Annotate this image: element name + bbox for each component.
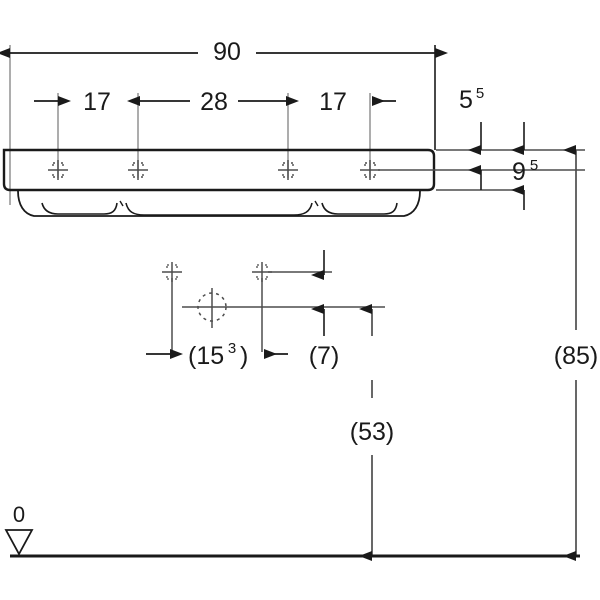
dimension-label-5: 5 — [459, 86, 473, 114]
dimension-label-17-right: 17 — [319, 88, 347, 116]
dimension-top-thickness: 5 5 — [459, 85, 525, 190]
dimension-label-7: (7) — [309, 342, 340, 370]
washbasin-outline — [2, 148, 436, 217]
dashed-circle — [197, 292, 227, 322]
dimension-label-15-close: ) — [240, 342, 248, 370]
dimension-label-5-superscript: 5 — [476, 85, 484, 102]
basin-divider-2 — [314, 200, 319, 207]
tap-hole-marker-3 — [278, 160, 298, 180]
dimension-label-15: (15 — [188, 342, 224, 370]
datum-triangle-icon — [4, 529, 34, 556]
tap-hole-marker-4 — [360, 160, 380, 180]
label-bg-28 — [190, 87, 238, 115]
dimension-overall-width: 90 — [0, 38, 448, 68]
datum-label-0: 0 — [13, 502, 25, 527]
detail-crosshair-left — [162, 262, 182, 282]
tap-hole-marker-2 — [128, 160, 148, 180]
dimension-lower-height: (53) — [350, 304, 394, 561]
basin-recess-center — [125, 202, 313, 216]
dimension-label-28: 28 — [200, 88, 228, 116]
tap-hole-marker-1 — [48, 160, 68, 180]
tap-hole-markers — [48, 160, 380, 180]
dimension-offset-small: (7) — [309, 250, 340, 370]
dimension-label-17-left: 17 — [83, 88, 111, 116]
dimension-label-15-superscript: 3 — [228, 340, 236, 357]
detail-crosshair-right — [252, 262, 272, 282]
dimension-chain-spacings: 17 28 17 — [34, 87, 396, 116]
detail-circle-marker — [197, 292, 227, 322]
dimension-label-53: (53) — [350, 418, 394, 446]
extension-lines — [9, 45, 371, 205]
dimension-offset-horizontal: (15 3 ) — [146, 340, 288, 370]
dimension-label-90: 90 — [213, 38, 241, 66]
basin-recess-left — [41, 202, 118, 215]
dimension-label-9-superscript: 5 — [530, 157, 538, 174]
basin-divider-1 — [119, 200, 124, 207]
middle-detail-group — [162, 262, 385, 352]
basin-top-slab — [2, 148, 436, 192]
datum-marker: 0 — [4, 502, 34, 556]
dimension-label-85: (85) — [554, 342, 598, 370]
dimension-overall-height: (85) — [554, 145, 598, 561]
basin-recess-right — [321, 202, 398, 215]
dimension-label-9: 9 — [512, 158, 526, 186]
label-bg-90 — [198, 38, 256, 68]
dimension-body-height: 9 5 — [511, 157, 538, 210]
basin-underside — [17, 190, 421, 217]
